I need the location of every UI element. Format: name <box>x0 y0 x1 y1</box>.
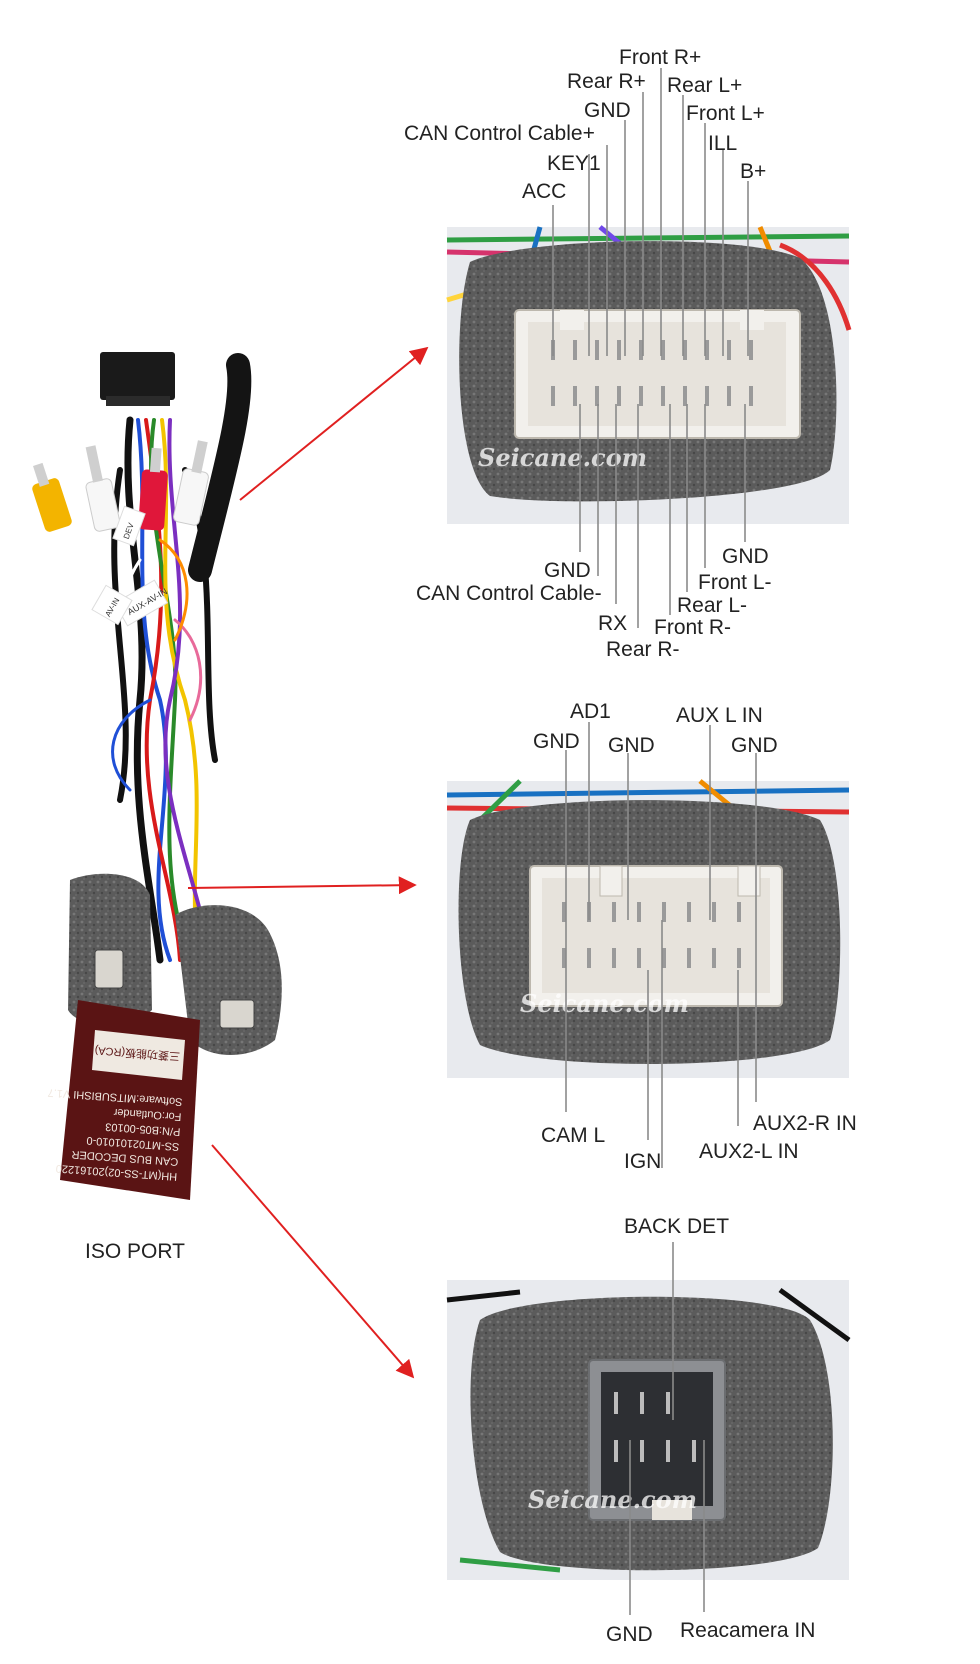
connector-pin <box>562 902 566 922</box>
arrow-to-camera <box>211 1144 415 1379</box>
iso-port-label: ISO PORT <box>85 1240 185 1263</box>
label-gnd-bottom-2: GND <box>722 545 769 568</box>
connector-pin <box>587 948 591 968</box>
label-rear-l-minus: Rear L- <box>677 594 747 617</box>
pointer-arrows <box>187 346 429 1379</box>
label-gnd-aux-1: GND <box>533 730 580 753</box>
label-aux2-l-in: AUX2-L IN <box>699 1140 799 1163</box>
camera-labels: BACK DET GND Reacamera IN <box>606 1215 815 1646</box>
label-gnd-camera: GND <box>606 1623 653 1646</box>
connector-pin <box>551 386 555 406</box>
connector-pin <box>705 340 709 360</box>
connector-pin <box>727 386 731 406</box>
connector-pin <box>712 902 716 922</box>
wire-harness: AUX-AV-IN AV-IN DEV 三菱功能板(RCA) HH(MT-SS-… <box>32 352 282 1263</box>
connector-pin <box>637 902 641 922</box>
connector-pin <box>749 386 753 406</box>
connector-pin <box>687 948 691 968</box>
connector-pin <box>612 902 616 922</box>
connector-pin <box>712 948 716 968</box>
connector-pin <box>595 340 599 360</box>
label-back-det: BACK DET <box>624 1215 729 1238</box>
connector-pin <box>617 340 621 360</box>
connector-pin <box>727 340 731 360</box>
harness-plug <box>100 352 175 400</box>
camera-pins <box>614 1392 696 1462</box>
main-labels: Front R+ Rear R+ Rear L+ GND Front L+ CA… <box>404 46 772 661</box>
connector-pin <box>639 386 643 406</box>
connector-pin <box>612 948 616 968</box>
camera-leader-lines <box>629 1242 705 1615</box>
label-ad1: AD1 <box>570 700 611 723</box>
label-rear-r-minus: Rear R- <box>606 638 680 661</box>
connector-pin <box>705 386 709 406</box>
label-gnd-1: GND <box>584 99 631 122</box>
label-can-control-minus: CAN Control Cable- <box>416 582 602 605</box>
label-cam-l: CAM L <box>541 1124 605 1147</box>
svg-text:For:Outlander: For:Outlander <box>113 1106 182 1123</box>
connector-pin <box>737 948 741 968</box>
label-ill: ILL <box>708 132 737 155</box>
connector-pin <box>683 386 687 406</box>
main-leader-lines <box>552 68 749 628</box>
connector-pin <box>687 902 691 922</box>
connector-pin <box>662 948 666 968</box>
connector-pin <box>637 948 641 968</box>
connector-pin <box>639 340 643 360</box>
label-aux-l-in: AUX L IN <box>676 704 763 727</box>
label-reacamera-in: Reacamera IN <box>680 1619 815 1642</box>
connector-pin <box>683 340 687 360</box>
label-ign: IGN <box>624 1150 661 1173</box>
aux-leader-lines <box>565 722 757 1168</box>
label-front-r-plus: Front R+ <box>619 46 701 69</box>
can-decoder-box: 三菱功能板(RCA) HH(MT-SS-02)20161220 CAN BUS … <box>47 1000 200 1200</box>
label-gnd-aux-2: GND <box>608 734 655 757</box>
main-watermark: Seicane.com <box>478 443 647 472</box>
connector-pin <box>573 386 577 406</box>
label-rear-l-plus: Rear L+ <box>667 74 742 97</box>
aux-labels: AD1 AUX L IN GND GND GND AUX2-R IN CAM L… <box>533 700 857 1173</box>
camera-connector-photo: Seicane.com <box>446 1280 851 1580</box>
connector-pin <box>661 386 665 406</box>
label-rx: RX <box>598 612 627 635</box>
connector-pin <box>749 340 753 360</box>
label-acc: ACC <box>522 180 566 203</box>
main-connector-photo: Seicane.com <box>446 225 852 524</box>
aux-watermark: Seicane.com <box>520 989 689 1018</box>
connector-pin <box>573 340 577 360</box>
arrow-to-aux <box>187 876 417 895</box>
connector-pin <box>617 386 621 406</box>
label-front-r-minus: Front R- <box>654 616 731 639</box>
label-front-l-plus: Front L+ <box>686 102 765 125</box>
label-front-l-minus: Front L- <box>698 571 772 594</box>
foam-plugs <box>68 873 282 1055</box>
label-rear-r-plus: Rear R+ <box>567 70 646 93</box>
label-b-plus: B+ <box>740 160 766 183</box>
connector-pin <box>737 902 741 922</box>
camera-watermark: Seicane.com <box>528 1485 697 1514</box>
connector-pin <box>662 902 666 922</box>
label-aux2-r-in: AUX2-R IN <box>753 1112 857 1135</box>
svg-text:P/N:B05-00103: P/N:B05-00103 <box>105 1120 181 1137</box>
label-gnd-bottom-1: GND <box>544 559 591 582</box>
label-can-control-plus: CAN Control Cable+ <box>404 122 595 145</box>
label-key1: KEY1 <box>547 152 601 175</box>
rca-plugs <box>32 440 209 532</box>
connector-pin <box>595 386 599 406</box>
connector-pin <box>562 948 566 968</box>
label-gnd-aux-3: GND <box>731 734 778 757</box>
connector-pin <box>661 340 665 360</box>
black-sleeve <box>188 353 252 582</box>
arrow-to-main <box>239 346 429 501</box>
